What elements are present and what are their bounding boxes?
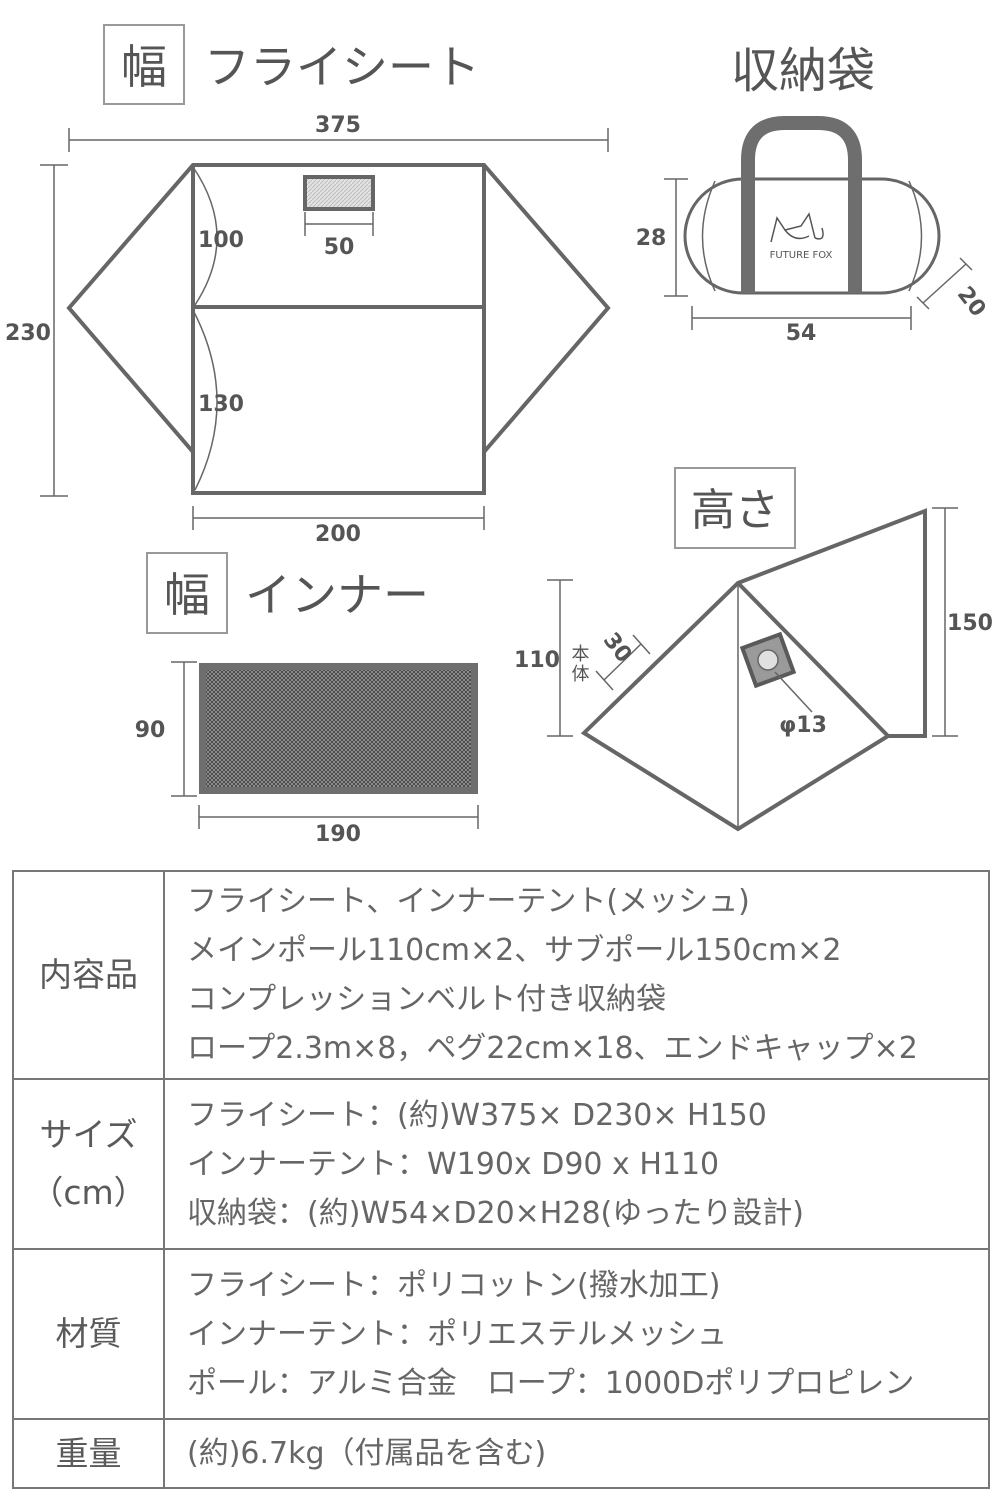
spec-value-material: フライシート：ポリコットン(撥水加工) インナーテント：ポリエステルメッシュポール… [163,1248,990,1420]
fly-window-label: 50 [324,235,355,260]
height-drawing [580,508,927,832]
fly-sheet-tag: 幅 [121,40,167,94]
spec-value-line: ポール：アルミ合金 ロープ：1000Dポリプロピレン [187,1365,915,1401]
fly-body-width-label: 200 [315,522,361,547]
height-dimension-lines [547,507,958,737]
bag-title: 収納袋 [731,43,875,99]
fly-sheet-title: フライシート [204,40,480,94]
spec-label-line: サイズ [39,1115,138,1154]
height-tag: 高さ [691,485,779,536]
bag-height-label: 28 [636,226,667,251]
bag-depth-label: 20 [952,282,991,322]
spec-value-line: インナーテント：W190x D90 x H110 [187,1146,720,1182]
height-title-box: 高さ [674,467,796,549]
spec-diagram: 幅 フライシート 375 230 100 130 50 200 収納袋 [5,24,993,847]
bag-brand: FUTURE FOX [770,250,833,261]
height-sub-label: 150 [947,611,993,636]
fly-sheet-title-box: 幅 [103,24,185,105]
bag-dimension-lines [664,178,973,330]
spec-value-line: コンプレッションベルト付き収納袋 [187,982,667,1017]
height-vent-label: φ13 [779,713,827,738]
inner-title: インナー [245,568,429,622]
spec-value-line: ロープ2.3m×8，ペグ22cm×18、エンドキャップ×2 [187,1031,918,1066]
spec-row-weight: 重量 (約)6.7kg（付属品を含む) [12,1418,990,1489]
spec-label-line: 内容品 [39,955,138,994]
spec-row-material: 材質 フライシート：ポリコットン(撥水加工) インナーテント：ポリエステルメッシュポ… [12,1248,990,1420]
spec-value-line: フライシート、インナーテント(メッシュ) [187,884,750,919]
fly-dimension-lines [40,128,609,530]
inner-tag: 幅 [164,568,210,622]
spec-label-weight: 重量 [12,1418,165,1489]
spec-value-line: フライシート：(約)W375× D230× H150 [187,1097,767,1133]
spec-value-size: フライシート：(約)W375× D230× H150 インナーテント：W190x … [163,1078,990,1250]
height-main-note: 本体 [569,644,590,684]
spec-value-line: 収納袋：(約)W54×D20×H28(ゆったり設計) [187,1195,804,1231]
spec-label-line: （cm） [30,1173,147,1212]
inner-width-label: 190 [315,822,361,847]
fly-width-label: 375 [315,113,361,138]
spec-value-line: メインポール110cm×2、サブポール150cm×2 [187,933,842,968]
fox-logo-icon [770,212,824,243]
spec-value-contents: フライシート、インナーテント(メッシュ) メインポール110cm×2、サブポール1… [163,870,990,1080]
spec-value-weight: (約)6.7kg（付属品を含む) [163,1418,990,1489]
spec-table: 内容品 フライシート、インナーテント(メッシュ) メインポール110cm×2、サブポ… [12,870,990,1489]
fly-depth-label: 230 [5,321,51,346]
spec-label-material: 材質 [12,1248,165,1420]
bag-width-label: 54 [786,321,817,346]
inner-tent-drawing [199,663,478,794]
fly-back-depth-label: 130 [198,392,244,417]
spec-label-line: 重量 [55,1433,122,1473]
spec-row-size: サイズ （cm） フライシート：(約)W375× D230× H150 インナーテント… [12,1078,990,1250]
fly-front-depth-label: 100 [198,228,244,253]
spec-value-line: フライシート：ポリコットン(撥水加工) [187,1267,721,1303]
inner-dimension-lines [171,661,479,829]
inner-title-box: 幅 [146,552,228,634]
fly-sheet-drawing [66,163,611,495]
inner-depth-label: 90 [135,718,166,743]
height-main-label: 110 [514,648,560,673]
spec-label-contents: 内容品 [12,870,165,1080]
spec-value-line: (約)6.7kg（付属品を含む) [187,1436,547,1471]
spec-label-size: サイズ （cm） [12,1078,165,1250]
height-slope-label: 30 [598,628,637,668]
spec-label-line: 材質 [55,1314,122,1353]
spec-row-contents: 内容品 フライシート、インナーテント(メッシュ) メインポール110cm×2、サブポ… [12,870,990,1080]
bag-drawing: FUTURE FOX [683,116,941,295]
spec-value-line: インナーテント：ポリエステルメッシュ [187,1316,727,1352]
